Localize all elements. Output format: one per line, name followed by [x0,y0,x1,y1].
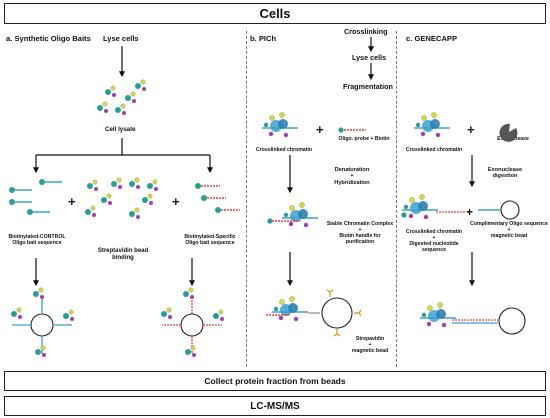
c-digested-label: Crosslinked chromatin + Digested nucleot… [405,229,463,253]
control-bead-complex [10,287,75,358]
c-comp-oligo-bead [478,200,520,220]
control-baits [9,179,62,215]
a-lyse-label: Lyse cells [103,34,139,43]
b-denat-label: Denaturation + Hybridization [334,167,370,186]
divider-ab [246,31,247,367]
svg-text:+: + [466,205,473,219]
flow-crosslinking: Crosslinking [344,27,388,36]
section-a-title: a. Synthetic Oligo Baits [6,34,91,43]
b-probe-label: Oligo. probe + Biotin [338,136,390,142]
a-lysate-label: Cell lysate [105,126,136,133]
collect-box: Collect protein fraction from beads [4,371,546,391]
c-crosslinked-label: Crosslinked chromatin [405,147,463,153]
c-bead-complex [419,301,526,335]
b-bead-complex [266,289,362,337]
specific-bead-complex [160,287,225,358]
b-hybrid-complex [267,201,319,228]
header-title: Cells [259,6,291,21]
svg-text:+: + [467,122,475,137]
section-b-title: b. PICh [250,34,277,43]
a-specific-label: Biotinylated-Specific Oligo bait sequenc… [184,234,236,246]
lcms-label: LC-MS/MS [250,400,300,412]
lcms-box: LC-MS/MS [4,396,546,416]
a-control-label: Biotinylated-CONTROL Oligo bait sequence [8,234,66,246]
divider-bc [396,31,397,367]
specific-baits [195,183,240,213]
c-digested-complex [401,193,466,220]
flow-fragmentation: Fragmentation [343,82,393,91]
collect-label: Collect protein fraction from beads [204,376,346,386]
c-comp-label: Complimentary Oligo sequence + magnetic … [470,221,548,239]
flow-lyse: Lyse cells [352,53,387,62]
c-exo-digest-label: Exonuclease digestion [487,167,523,180]
svg-text:+: + [68,194,76,209]
section-c-title: c. GENECAPP [406,34,458,43]
b-crosslinked-label: Crosslinked chromatin [255,147,313,153]
svg-text:+: + [172,194,180,209]
svg-text:+: + [316,122,324,137]
b-complex-label: Stable Chromatin Complex + Biotin handle… [326,221,394,245]
b-strep-label: Strepavidin + magnetic bead [351,336,389,354]
header-box: Cells [4,3,546,24]
exonuclease-icon [499,123,518,142]
a-strep-label: Streptavidin bead binding [97,248,149,261]
oligo-probe [338,127,366,133]
